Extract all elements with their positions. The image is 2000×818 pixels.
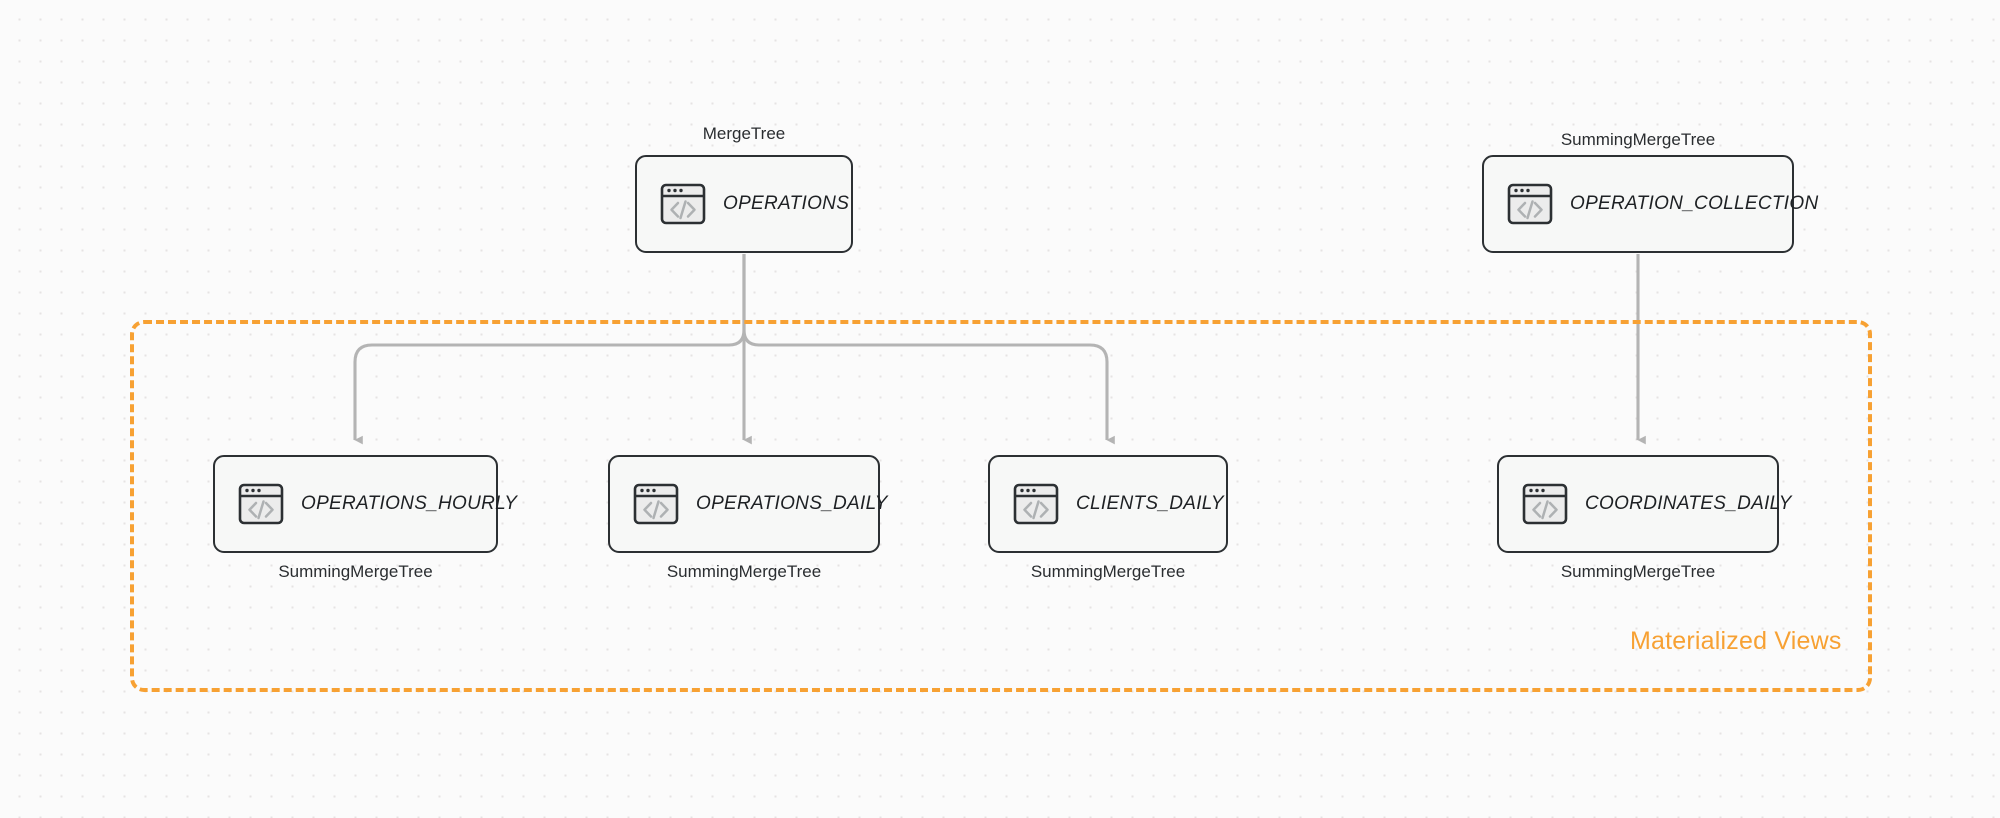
node-label: OPERATION_COLLECTION bbox=[1570, 193, 1819, 214]
node-label: OPERATIONS_DAILY bbox=[696, 493, 888, 514]
code-window-icon bbox=[238, 483, 284, 525]
code-window-icon bbox=[1522, 483, 1568, 525]
node-coordinates-daily[interactable]: COORDINATES_DAILY bbox=[1497, 455, 1791, 553]
engine-label-operation-collection: SummingMergeTree bbox=[1560, 130, 1716, 149]
node-operation-collection[interactable]: OPERATION_COLLECTION bbox=[1482, 155, 1818, 253]
engine-label-operations-hourly: SummingMergeTree bbox=[278, 562, 433, 581]
node-label: OPERATIONS bbox=[723, 193, 850, 214]
node-operations-hourly[interactable]: OPERATIONS_HOURLY bbox=[213, 455, 517, 553]
engine-label-operations: MergeTree bbox=[702, 124, 786, 143]
node-clients-daily[interactable]: CLIENTS_DAILY bbox=[988, 455, 1228, 553]
node-label: OPERATIONS_HOURLY bbox=[301, 493, 518, 514]
node-label: COORDINATES_DAILY bbox=[1585, 493, 1792, 514]
engine-label-coordinates-daily: SummingMergeTree bbox=[1560, 562, 1716, 581]
node-operations[interactable]: OPERATIONS bbox=[635, 155, 853, 253]
code-window-icon bbox=[1013, 483, 1059, 525]
engine-label-clients-daily: SummingMergeTree bbox=[1030, 562, 1186, 581]
engine-label-operations-daily: SummingMergeTree bbox=[666, 562, 822, 581]
code-window-icon bbox=[633, 483, 679, 525]
materialized-views-label: Materialized Views bbox=[1630, 627, 1842, 655]
code-window-icon bbox=[660, 183, 706, 225]
materialized-views-group bbox=[130, 320, 1872, 692]
node-operations-daily[interactable]: OPERATIONS_DAILY bbox=[608, 455, 887, 553]
code-window-icon bbox=[1507, 183, 1553, 225]
node-label: CLIENTS_DAILY bbox=[1076, 493, 1224, 514]
